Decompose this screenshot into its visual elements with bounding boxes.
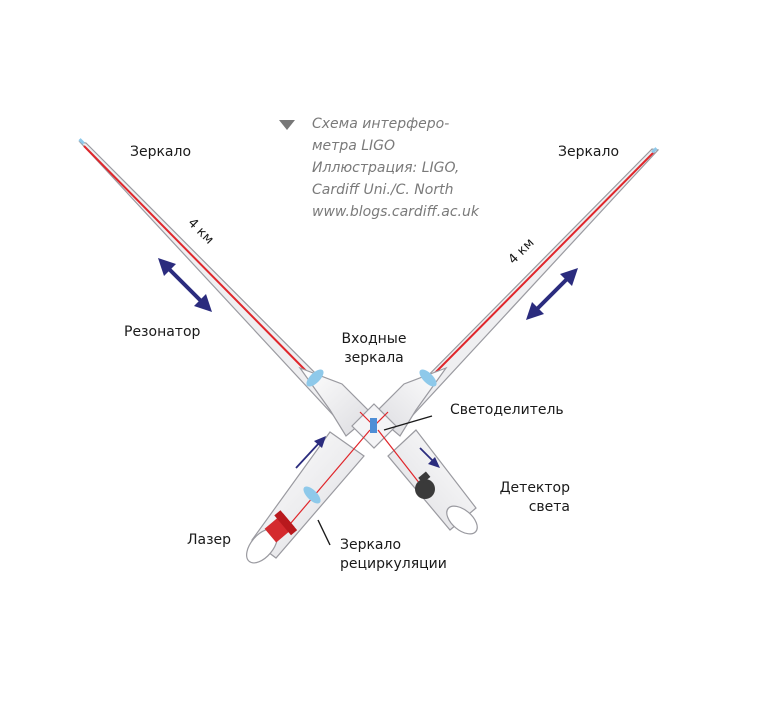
- caption-line: Иллюстрация: LIGO,: [312, 160, 460, 176]
- laser-source-icon: [264, 510, 298, 543]
- right-arm-length-label: 4 км: [506, 236, 538, 268]
- recycling-mirror: [303, 486, 321, 504]
- input-mirrors-label-line2: зеркала: [344, 350, 404, 366]
- caption-line: метра LIGO: [312, 138, 396, 154]
- input-mirrors-label-line1: Входные: [341, 331, 407, 347]
- right-mirror-label: Зеркало: [558, 144, 620, 160]
- beam-splitter-pointer: [383, 415, 433, 431]
- left-arm-laser-beam: [83, 145, 316, 381]
- beam-splitter-label: Светоделитель: [450, 402, 564, 418]
- resonator-label: Резонатор: [124, 324, 201, 340]
- left-arm-length-label: 4 км: [185, 216, 217, 248]
- right-end-mirror: [651, 147, 658, 154]
- input-mirrors-label: Входные зеркала: [336, 330, 412, 368]
- beam-splitter-element: [370, 418, 377, 433]
- detector-base: [418, 471, 431, 484]
- detector-label-line2: света: [528, 499, 570, 515]
- recycling-mirror-label-line2: рециркуляции: [340, 556, 447, 572]
- left-end-mirror: [78, 138, 85, 145]
- recycling-mirror-label-line1: Зеркало: [340, 537, 402, 553]
- output-beam-arrow-icon: [419, 447, 440, 468]
- resonator-right-arrow-icon: [526, 268, 578, 320]
- caption-line: Схема интерферо-: [312, 116, 450, 132]
- left-input-mirror: [306, 369, 324, 387]
- right-input-mirror: [419, 369, 437, 387]
- laser-label: Лазер: [187, 532, 232, 548]
- detector-label: Детектор света: [484, 479, 570, 517]
- left-mirror-label: Зеркало: [130, 144, 192, 160]
- diagram-caption: Схема интерферо- метра LIGO Иллюстрация:…: [312, 113, 479, 223]
- laser-beam-input: [284, 429, 371, 531]
- recycling-mirror-pointer: [317, 519, 331, 546]
- beam-to-detector: [377, 429, 421, 485]
- caption-line: Cardiff Uni./C. North: [312, 182, 454, 198]
- caption-marker-icon: [279, 120, 295, 130]
- recycling-mirror-label: Зеркало рециркуляции: [340, 536, 447, 574]
- detector-icon: [415, 479, 435, 499]
- right-arm-laser-beam: [427, 151, 655, 381]
- caption-line: www.blogs.cardiff.ac.uk: [312, 204, 479, 220]
- detector-label-line1: Детектор: [499, 480, 570, 496]
- input-beam-arrow-icon: [295, 436, 326, 469]
- resonator-left-arrow-icon: [158, 258, 212, 312]
- detector-tube: [387, 429, 477, 531]
- detector-tube-end: [446, 505, 478, 535]
